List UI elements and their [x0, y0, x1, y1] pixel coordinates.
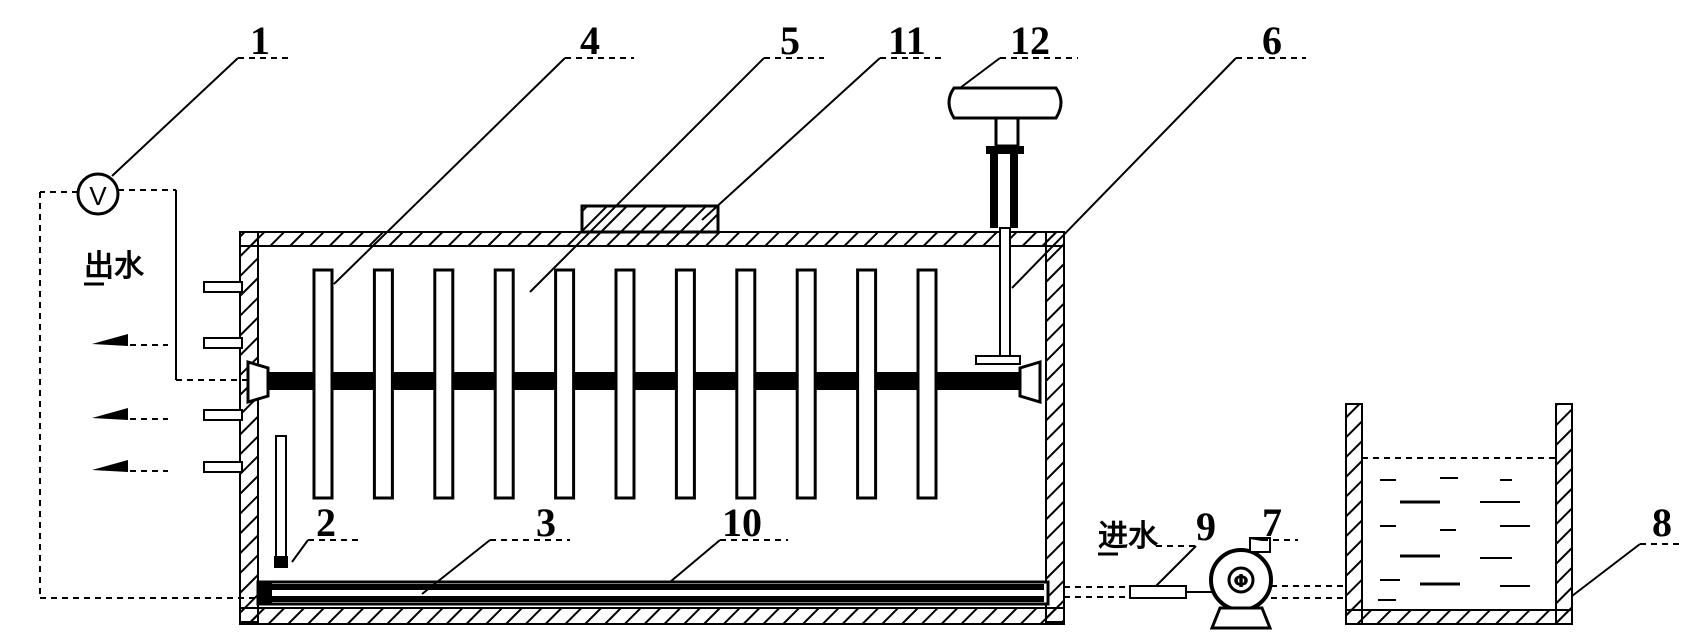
label-8: 8 — [1652, 500, 1672, 545]
part-numbers: 1 4 5 11 12 6 2 3 10 9 7 8 — [250, 18, 1672, 549]
inlet-label: 进水 — [1098, 519, 1159, 554]
pump-7: Φ — [1209, 537, 1273, 630]
inlet-pipe — [1064, 585, 1348, 599]
outflow-arrows — [92, 334, 168, 472]
label-5: 5 — [780, 18, 800, 63]
leader-lines — [111, 57, 1680, 597]
disc-electrode — [433, 268, 455, 500]
pump-symbol: Φ — [1233, 571, 1248, 592]
label-4: 4 — [580, 18, 600, 63]
voltmeter-circuit: V — [39, 172, 262, 599]
disc-electrode — [735, 268, 757, 500]
disc-electrode — [614, 268, 636, 500]
disc-electrode — [674, 268, 696, 500]
voltmeter-symbol: V — [89, 181, 107, 211]
outlet-label: 出水 — [84, 249, 145, 284]
probe-2 — [274, 435, 288, 568]
label-6: 6 — [1262, 18, 1282, 63]
disc-electrode — [312, 268, 334, 500]
disc-electrode — [554, 268, 576, 500]
label-11: 11 — [888, 18, 926, 63]
feed-tank-8 — [1345, 403, 1573, 625]
disc-electrode — [856, 268, 878, 500]
label-10: 10 — [722, 500, 762, 545]
disc-electrode — [795, 268, 817, 500]
outlet-pipes — [203, 281, 243, 473]
disc-electrodes — [312, 268, 938, 500]
label-7: 7 — [1262, 500, 1282, 545]
disc-electrode — [916, 268, 938, 500]
disc-electrode — [493, 268, 515, 500]
label-1: 1 — [250, 18, 270, 63]
label-9: 9 — [1196, 504, 1216, 549]
cover-plate-11 — [580, 204, 720, 234]
label-12: 12 — [1010, 18, 1050, 63]
bottom-electrode — [256, 580, 1050, 606]
label-2: 2 — [316, 500, 336, 545]
motor-assembly — [947, 86, 1063, 365]
label-3: 3 — [536, 500, 556, 545]
disc-electrode — [372, 268, 394, 500]
reactor-tank — [239, 231, 1065, 625]
